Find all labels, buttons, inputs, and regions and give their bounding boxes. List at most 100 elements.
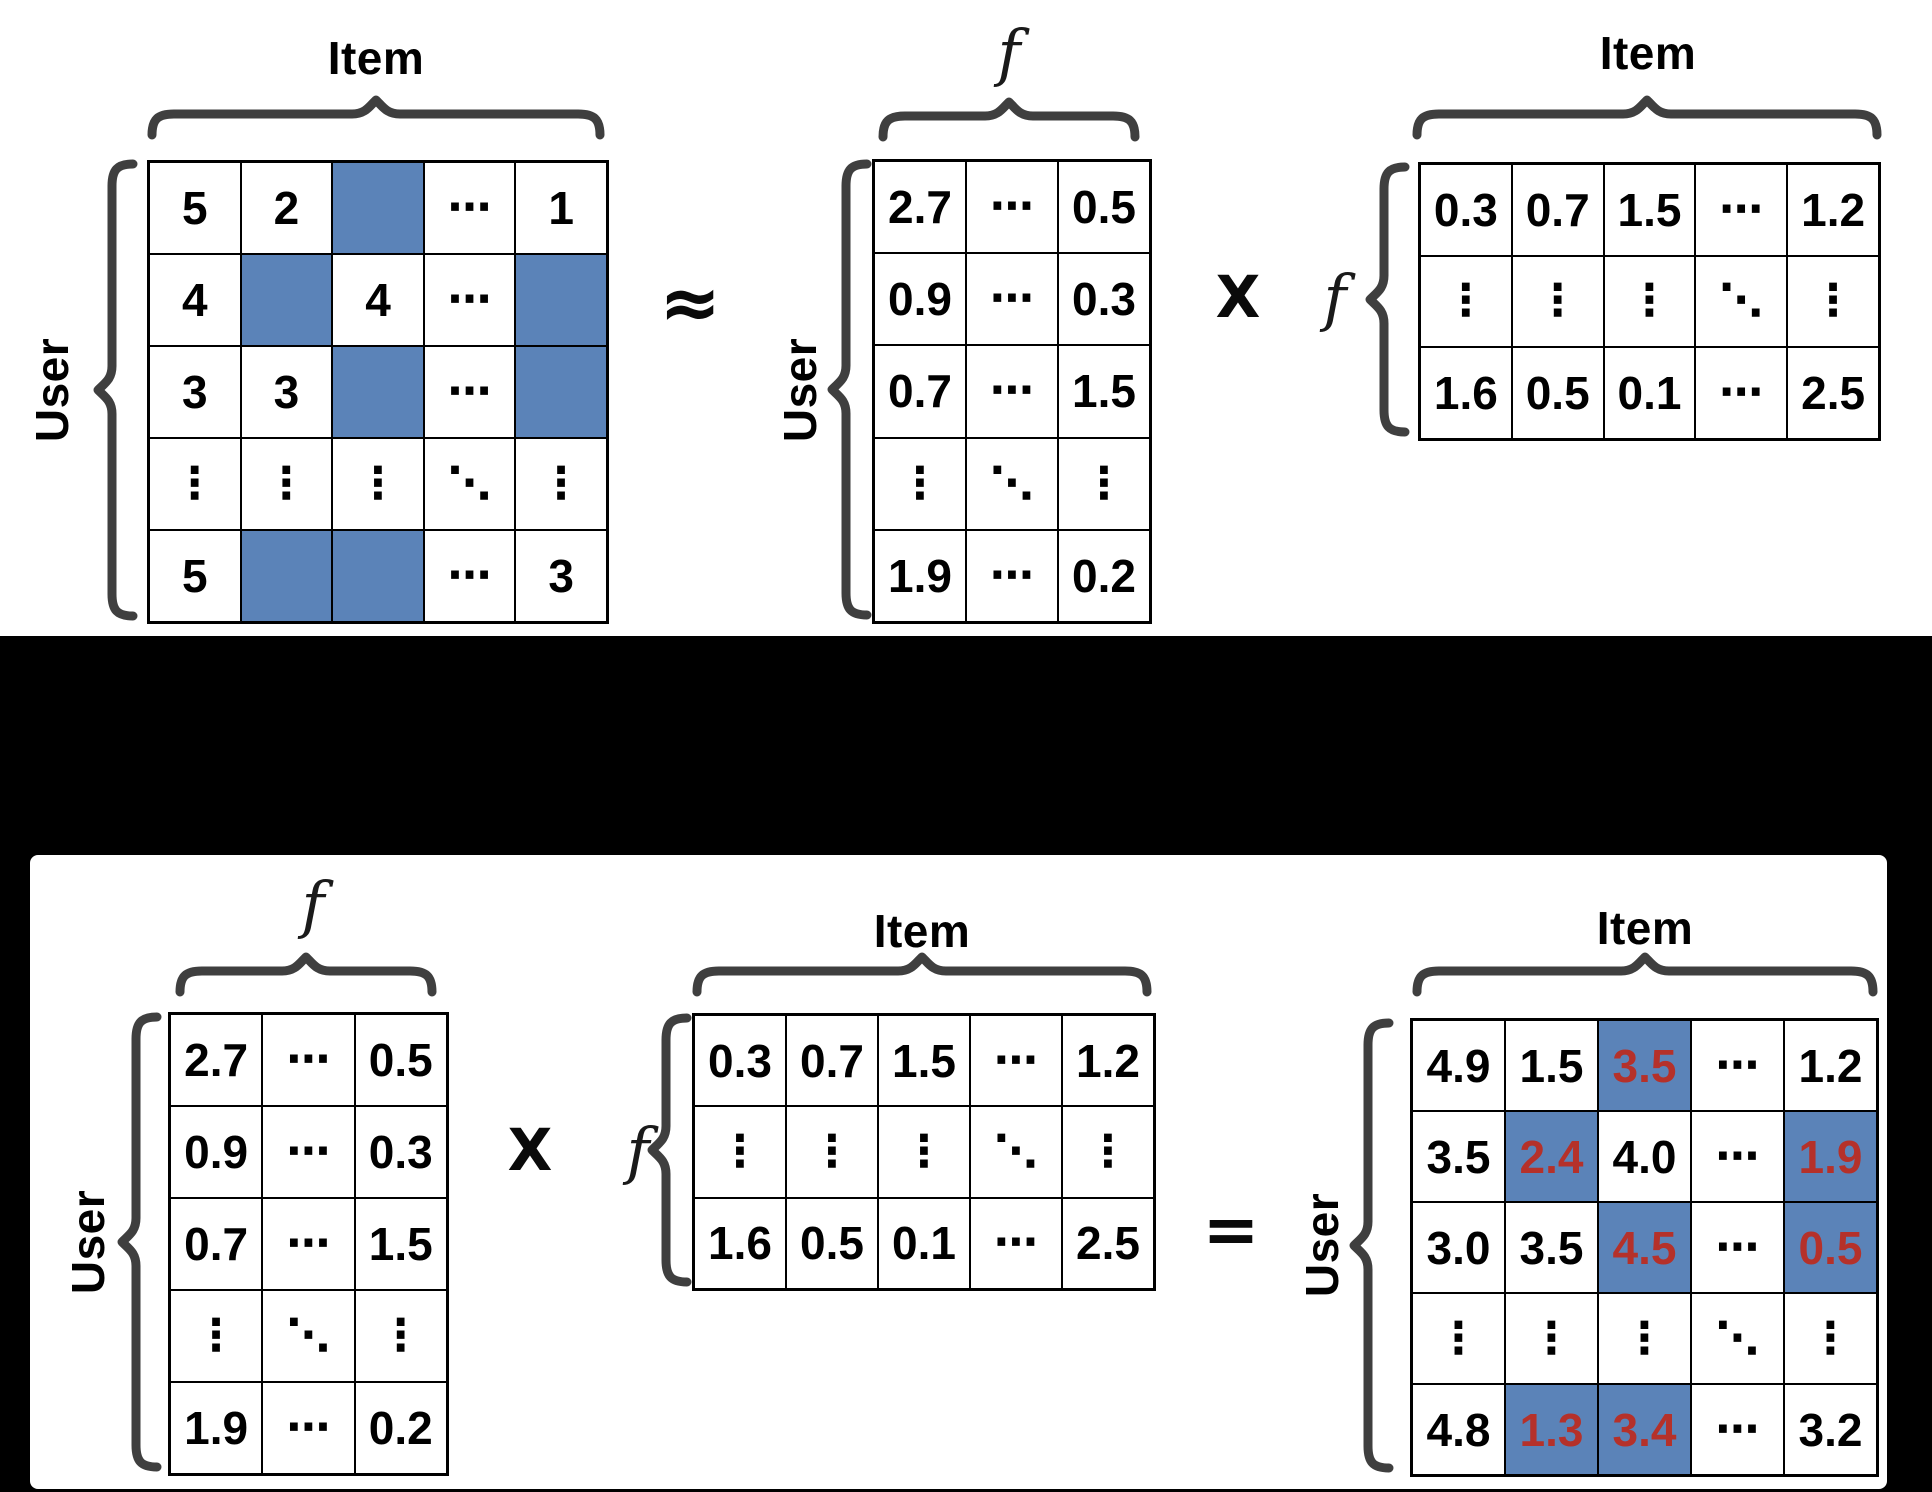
matrix-cell: ⋮ — [786, 1106, 878, 1198]
matrix-cell: 0.3 — [1420, 164, 1512, 256]
matrix-cell: ⋯ — [966, 253, 1058, 346]
matrix-cell: ⋯ — [966, 161, 1058, 254]
matrix-cell: ⋮ — [170, 1290, 263, 1382]
matrix-cell: 0.7 — [170, 1198, 263, 1290]
user-brace — [117, 1012, 162, 1472]
matrix-cell: ⋮ — [1784, 1293, 1877, 1384]
matrix-cell: ⋮ — [878, 1106, 970, 1198]
matrix-cell: 1.5 — [1505, 1020, 1598, 1111]
matrix-cell: 2 — [240, 162, 333, 254]
matrix-cell: 3 — [149, 346, 241, 438]
matrix-cell: ⋱ — [1691, 1293, 1784, 1384]
matrix-cell: 0.3 — [1058, 253, 1150, 346]
matrix-cell: 2.7 — [170, 1014, 263, 1106]
matrix-cell: 4 — [149, 254, 241, 346]
matrix-cell: 1.2 — [1784, 1020, 1877, 1111]
item-label: Item — [1599, 27, 1697, 79]
matrix-cell: 4.9 — [1412, 1020, 1505, 1111]
matrix-cell: ⋯ — [1695, 347, 1788, 439]
matrix-cell: ⋮ — [1598, 1293, 1691, 1384]
matrix-cell: ⋮ — [354, 1290, 447, 1382]
matrix-cell: 1.5 — [1603, 164, 1696, 256]
item-label: Item — [327, 32, 425, 84]
matrix-cell: ⋮ — [1505, 1293, 1598, 1384]
matrix-cell: 0.9 — [874, 253, 966, 346]
matrix-cell: 1.5 — [878, 1015, 970, 1107]
matrix-cell: ⋯ — [1691, 1020, 1784, 1111]
matrix-cell: 5 — [149, 162, 241, 254]
matrix-cell: 0.9 — [170, 1106, 263, 1198]
multiply-operator: X — [1215, 263, 1261, 331]
matrix-cell: 0.5 — [354, 1014, 447, 1106]
matrix-cell: 2.5 — [1062, 1197, 1154, 1289]
matrix-cell: 5 — [149, 530, 241, 622]
user-label: User — [26, 337, 78, 443]
item-brace — [147, 95, 605, 140]
matrix-cell: 2.5 — [1787, 347, 1879, 439]
matrix-cell: ⋯ — [262, 1198, 355, 1290]
user-label: User — [1296, 1192, 1348, 1298]
matrix-cell — [240, 530, 333, 622]
matrix-cell: ⋯ — [1691, 1384, 1784, 1475]
matrix-cell: ⋱ — [1695, 255, 1788, 348]
user-brace — [1349, 1018, 1394, 1473]
matrix-cell: ⋱ — [423, 438, 516, 530]
matrix-cell: ⋯ — [423, 346, 516, 438]
equals-operator: = — [1202, 1190, 1260, 1270]
matrix-cell: 0.1 — [1603, 347, 1696, 439]
multiply-operator: X — [507, 1116, 553, 1184]
matrix-cell: 3.0 — [1412, 1202, 1505, 1293]
matrix-cell: ⋯ — [970, 1015, 1062, 1107]
user-label: User — [62, 1189, 114, 1295]
matrix-cell: 1.9 — [1784, 1111, 1877, 1202]
matrix-cell: ⋮ — [1511, 255, 1604, 348]
matrix-cell: 3.2 — [1784, 1384, 1877, 1475]
matrix-cell: 0.2 — [354, 1382, 447, 1474]
matrix-cell: ⋯ — [970, 1197, 1062, 1289]
matrix-cell — [515, 346, 607, 438]
matrix-cell: 4.5 — [1598, 1202, 1691, 1293]
matrix-cell: 3 — [515, 530, 607, 622]
matrix-cell: 4 — [332, 254, 424, 346]
item-label: Item — [1596, 902, 1694, 954]
matrix-cell: 3.4 — [1598, 1384, 1691, 1475]
factor-brace — [647, 1013, 692, 1287]
matrix-cell: 0.7 — [1511, 164, 1604, 256]
matrix-cell: 1 — [515, 162, 607, 254]
matrix-cell — [515, 254, 607, 346]
matrix-cell: ⋱ — [970, 1106, 1062, 1198]
matrix-cell: 0.2 — [1058, 529, 1150, 622]
matrix-cell — [240, 254, 333, 346]
matrix-cell: 0.7 — [874, 345, 966, 438]
factor-brace — [175, 952, 437, 997]
factor-brace — [878, 97, 1140, 142]
matrix-cell: ⋯ — [262, 1014, 355, 1106]
matrix-cell: 0.7 — [786, 1015, 878, 1107]
matrix-cell — [332, 162, 424, 254]
matrix-cell: 0.3 — [354, 1106, 447, 1198]
matrix-cell: ⋮ — [874, 437, 966, 530]
matrix-cell: 3 — [240, 346, 333, 438]
matrix-cell — [332, 530, 424, 622]
matrix-cell: 1.5 — [1058, 345, 1150, 438]
matrix-cell: 1.5 — [354, 1198, 447, 1290]
matrix-cell: 0.3 — [694, 1015, 786, 1107]
matrix-cell: ⋯ — [423, 530, 516, 622]
matrix-cell: 1.6 — [694, 1197, 786, 1289]
matrix-cell: ⋮ — [1062, 1106, 1154, 1198]
matrix-cell: 1.3 — [1505, 1384, 1598, 1475]
matrix-cell: 0.5 — [1511, 347, 1604, 439]
matrix-cell: 3.5 — [1412, 1111, 1505, 1202]
matrix-cell: 1.9 — [170, 1382, 263, 1474]
user-brace — [93, 159, 138, 621]
item-brace — [1412, 952, 1878, 997]
factor-label: f — [1323, 260, 1347, 334]
matrix-cell: ⋮ — [1787, 255, 1879, 348]
